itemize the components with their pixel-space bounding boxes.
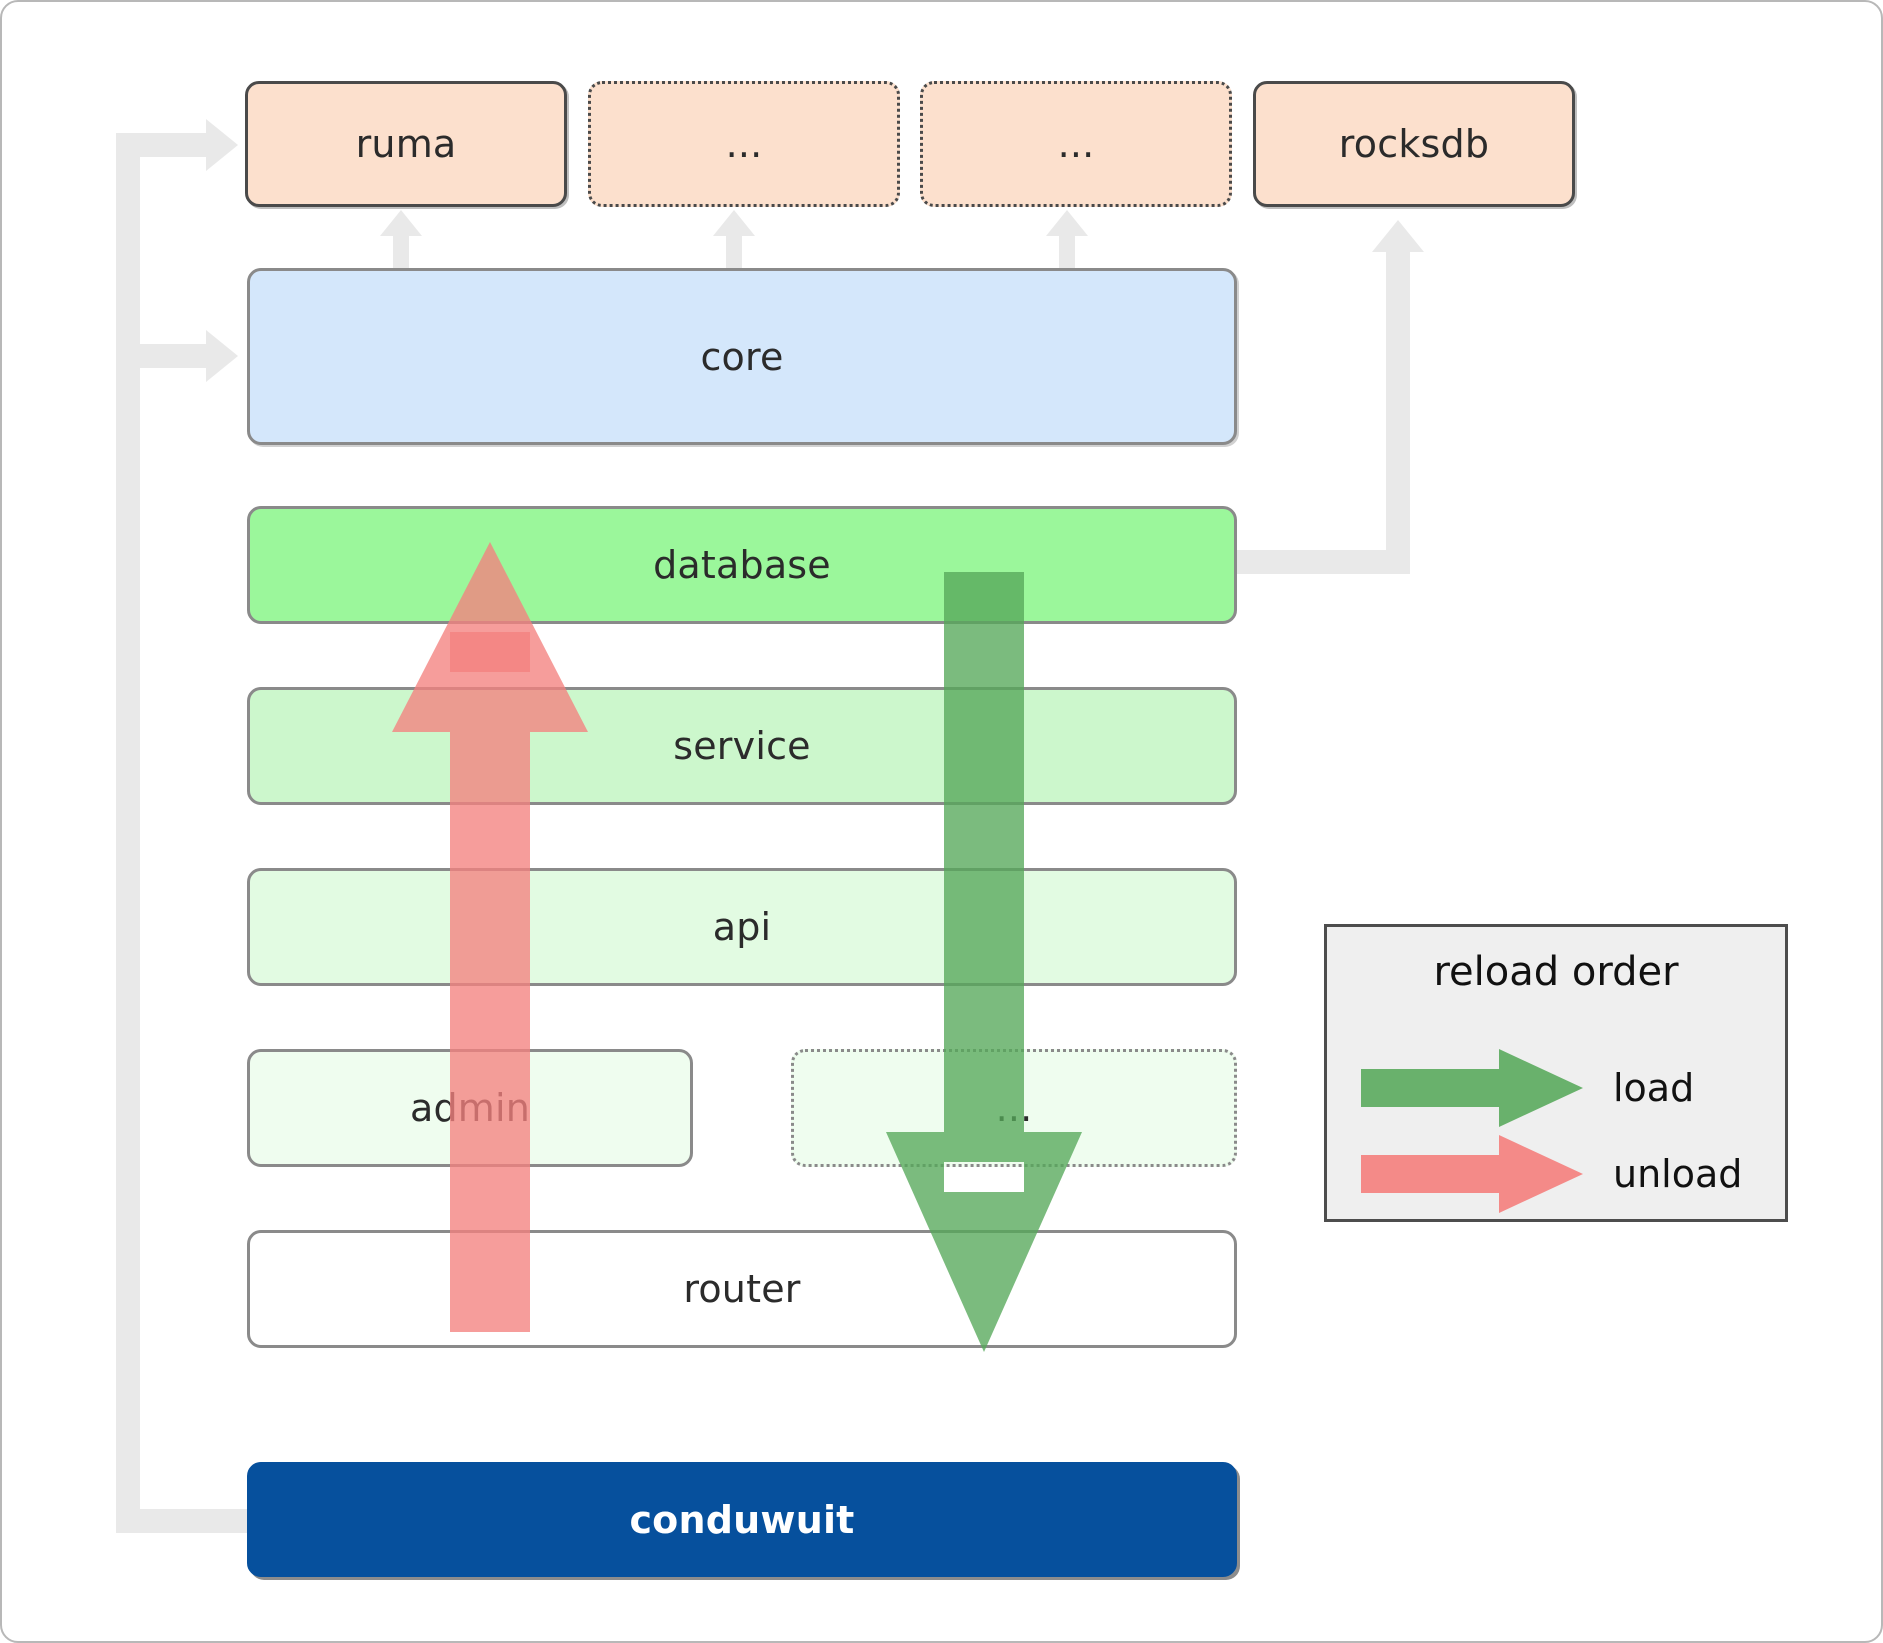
legend-unload-arrow-icon xyxy=(1361,1135,1583,1213)
node-service[interactable]: service xyxy=(247,687,1237,805)
legend-row-load: load xyxy=(1327,1049,1785,1127)
node-dep-a-label: ... xyxy=(725,122,763,166)
uses-arrow-dep-a xyxy=(712,210,756,270)
node-dep-b-label: ... xyxy=(1057,122,1095,166)
legend-load-arrow-icon xyxy=(1361,1049,1583,1127)
node-dep-b[interactable]: ... xyxy=(920,81,1232,207)
node-conduwuit-label: conduwuit xyxy=(629,1497,855,1542)
node-api-label: api xyxy=(712,905,772,949)
wire-branch-ruma xyxy=(116,133,216,157)
node-database-label: database xyxy=(653,543,831,587)
legend-unload-label: unload xyxy=(1613,1152,1743,1196)
uses-arrow-ruma xyxy=(379,210,423,270)
wire-branch-core xyxy=(116,344,216,368)
node-dep-a[interactable]: ... xyxy=(588,81,900,207)
load-arrow xyxy=(882,572,1092,1352)
node-router-label: router xyxy=(683,1267,801,1311)
wire-arrowhead-core xyxy=(206,330,238,382)
legend-panel: reload order load xyxy=(1324,924,1788,1222)
node-rocksdb[interactable]: rocksdb xyxy=(1253,81,1575,207)
wire-arrowhead-rocksdb xyxy=(1372,220,1424,252)
unload-arrow xyxy=(382,542,592,1332)
uses-arrow-dep-b xyxy=(1045,210,1089,270)
wire-database-to-rocksdb-vertical xyxy=(1386,252,1410,562)
legend-title: reload order xyxy=(1433,949,1679,995)
node-core-label: core xyxy=(700,334,784,379)
node-service-label: service xyxy=(673,724,811,768)
node-ruma[interactable]: ruma xyxy=(245,81,567,207)
wire-trunk-to-conduwuit xyxy=(116,1509,252,1533)
legend-load-label: load xyxy=(1613,1066,1695,1110)
wire-arrowhead-ruma xyxy=(206,119,238,171)
node-rocksdb-label: rocksdb xyxy=(1338,122,1490,166)
node-conduwuit[interactable]: conduwuit xyxy=(247,1462,1237,1577)
node-core[interactable]: core xyxy=(247,268,1237,445)
node-ruma-label: ruma xyxy=(355,122,457,166)
wire-trunk-vertical xyxy=(116,133,140,1533)
legend-row-unload: unload xyxy=(1327,1135,1785,1213)
